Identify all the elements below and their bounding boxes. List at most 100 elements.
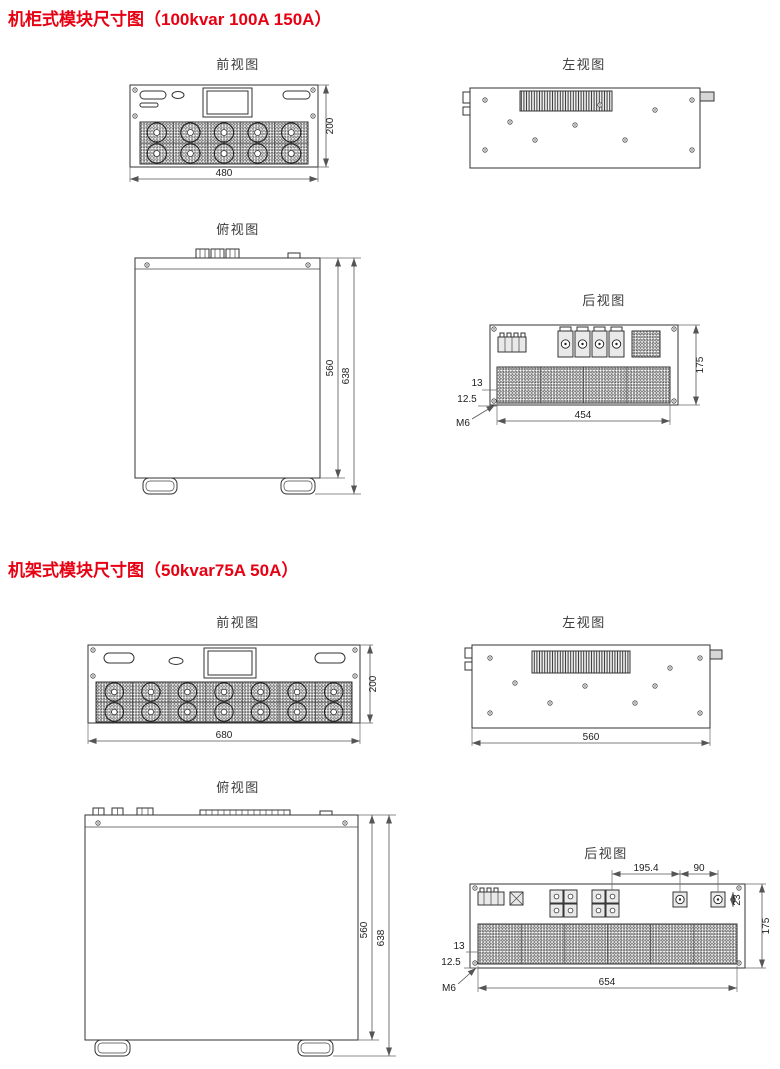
screw-icon xyxy=(697,655,703,661)
bracket-tab xyxy=(464,647,473,659)
s1-rear-body xyxy=(489,324,679,406)
screw-icon xyxy=(491,326,497,332)
s1-front-dimensions: 200 480 xyxy=(129,84,336,182)
rear-handle xyxy=(709,649,723,660)
s2-rear-view-drawing: 195.4 90 23 175 654 13 12.5 M6 xyxy=(441,863,772,994)
s1-rear-offset-b-dim: 12.5 xyxy=(457,394,477,405)
handle-slot-icon xyxy=(139,102,159,108)
screw-icon xyxy=(671,398,677,404)
screw-icon xyxy=(697,710,703,716)
s2-rear-mount-hole-label: M6 xyxy=(442,983,456,994)
s1-front-view-drawing: 200 480 xyxy=(129,84,336,182)
s2-front-dimensions: 200 680 xyxy=(87,644,379,744)
screw-icon xyxy=(305,262,311,268)
screw-icon xyxy=(90,647,96,653)
screw-icon xyxy=(144,262,150,268)
s1-rear-height-dim: 175 xyxy=(695,356,706,373)
s1-rear-width-dim: 454 xyxy=(575,410,592,421)
handle-slot-icon xyxy=(282,90,311,100)
screw-icon xyxy=(632,700,638,706)
screw-icon xyxy=(132,113,138,119)
s2-rear-pitch-b-dim: 90 xyxy=(693,863,705,874)
s1-left-view-label: 左视图 xyxy=(562,57,606,72)
s1-rear-offset-a-dim: 13 xyxy=(471,378,483,389)
s2-rear-pitch-a-dim: 195.4 xyxy=(633,863,658,874)
screw-icon xyxy=(352,647,358,653)
feet xyxy=(94,1039,334,1057)
screw-icon xyxy=(622,137,628,143)
screw-icon xyxy=(532,137,538,143)
top-terminal-blocks xyxy=(92,807,333,816)
bolt-icon xyxy=(594,339,605,349)
s1-top-dimensions: 560 638 xyxy=(315,257,361,495)
terminal-cluster xyxy=(549,889,620,918)
s2-rear-dimensions: 195.4 90 23 175 654 13 12.5 M6 xyxy=(441,863,772,994)
fan-icons xyxy=(104,682,344,722)
s1-top-view-label: 俯视图 xyxy=(216,222,260,237)
screw-icon xyxy=(507,119,513,125)
rear-handle xyxy=(699,91,715,102)
s1-front-width-dim: 480 xyxy=(216,168,233,179)
s2-rear-term-dim: 23 xyxy=(732,894,743,906)
section2-title: 机架式模块尺寸图（50kvar75A 50A） xyxy=(8,561,299,580)
screw-icon xyxy=(667,665,673,671)
s1-top-view-drawing: 560 638 xyxy=(134,248,361,495)
s2-rear-offset-b-dim: 12.5 xyxy=(441,957,461,968)
s1-left-view-drawing xyxy=(462,87,715,169)
s2-left-view-drawing: 560 xyxy=(464,644,723,746)
s1-top-depth-dim: 560 xyxy=(325,359,336,376)
screw-icon xyxy=(310,113,316,119)
display-panel xyxy=(202,87,253,118)
s1-rear-view-drawing: 175 454 13 12.5 M6 xyxy=(456,324,706,429)
screw-icon xyxy=(95,820,101,826)
bolt-icon xyxy=(611,339,622,349)
screw-icon xyxy=(547,700,553,706)
screw-icon xyxy=(487,710,493,716)
screw-icon xyxy=(132,87,138,93)
single-terminals xyxy=(672,891,726,908)
s2-top-dimensions: 560 638 xyxy=(333,814,396,1057)
s2-top-body xyxy=(84,807,359,1057)
screw-icon xyxy=(482,97,488,103)
handle-slot-icon xyxy=(314,652,346,664)
bolt-icon xyxy=(577,339,588,349)
screw-icon xyxy=(512,680,518,686)
screw-icon xyxy=(582,683,588,689)
screw-icon xyxy=(652,107,658,113)
s2-top-overall-dim: 638 xyxy=(376,929,387,946)
s2-top-view-label: 俯视图 xyxy=(216,780,260,795)
screw-icon xyxy=(671,326,677,332)
s1-top-overall-dim: 638 xyxy=(341,367,352,384)
display-screen xyxy=(206,90,249,115)
screw-icon xyxy=(652,683,658,689)
section1-title: 机柜式模块尺寸图（100kvar 100A 150A） xyxy=(8,10,332,29)
screw-icon xyxy=(597,102,603,108)
s1-top-body xyxy=(134,248,321,495)
s1-front-body xyxy=(129,84,319,168)
s2-front-view-drawing: 200 680 xyxy=(87,644,379,744)
s2-front-body xyxy=(87,644,361,724)
s1-rear-dimensions: 175 454 13 12.5 M6 xyxy=(456,324,706,429)
handle-slot-icon xyxy=(103,652,135,664)
display-screen xyxy=(207,650,253,676)
io-connector xyxy=(497,332,527,353)
screw-icon xyxy=(487,655,493,661)
small-vent xyxy=(631,330,661,358)
screw-icon xyxy=(352,673,358,679)
s2-rear-body xyxy=(469,883,746,969)
handle-slot-icon xyxy=(139,90,167,100)
s2-rear-height-dim: 175 xyxy=(761,917,772,934)
screw-icon xyxy=(310,87,316,93)
power-terminals xyxy=(557,326,625,358)
bolt-icon xyxy=(675,894,685,905)
s1-front-view-label: 前视图 xyxy=(216,57,260,72)
s1-rear-mount-hole-label: M6 xyxy=(456,418,470,429)
fan-icons xyxy=(146,122,302,164)
s2-left-dimensions: 560 xyxy=(471,728,711,746)
bracket-tab xyxy=(464,661,473,671)
oval-cutout-icon xyxy=(171,91,185,99)
screw-icon xyxy=(342,820,348,826)
display-panel xyxy=(203,647,257,679)
screw-icon xyxy=(572,122,578,128)
